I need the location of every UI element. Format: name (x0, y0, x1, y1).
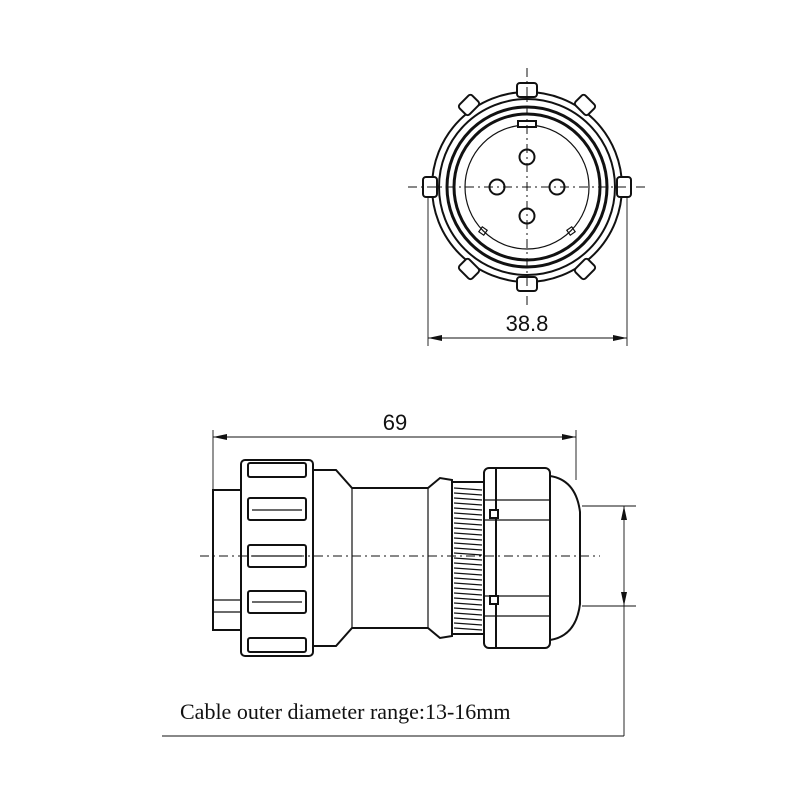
thread-line (453, 577, 483, 581)
thread-line (453, 552, 483, 556)
thread-line (453, 627, 483, 631)
gland-nut (483, 467, 551, 649)
thread-line (453, 502, 483, 506)
length-dimension-label: 69 (383, 410, 407, 435)
thread-line (453, 567, 483, 571)
plug-stub (212, 489, 242, 631)
thread-line (453, 592, 483, 596)
thread-line (453, 562, 483, 566)
thread-line (453, 622, 483, 626)
width-dimension-label: 38.8 (506, 311, 549, 336)
thread-line (453, 597, 483, 601)
cable-diameter-dimension: Cable outer diameter range:13-16mm (162, 505, 636, 737)
length-dimension: 69 (212, 410, 577, 490)
thread-line (453, 547, 483, 551)
coupling-nut (240, 459, 314, 657)
thread-line (453, 507, 483, 511)
thread-line (453, 557, 483, 561)
front-center-lines (408, 68, 646, 306)
thread-line (453, 537, 483, 541)
thread-line (453, 532, 483, 536)
width-dimension: 38.8 (427, 197, 628, 346)
front-view: 38.8 (408, 68, 646, 346)
cable-seal-cap (549, 474, 581, 642)
side-view: 69 (162, 410, 636, 737)
thread-line (453, 572, 483, 576)
thread-line (453, 487, 483, 491)
thread-line (453, 612, 483, 616)
thread-line (453, 527, 483, 531)
cable-range-note: Cable outer diameter range:13-16mm (180, 699, 511, 724)
thread-line (453, 542, 483, 546)
thread-line (453, 522, 483, 526)
thread-line (453, 617, 483, 621)
thread-section (451, 481, 485, 635)
thread-line (453, 512, 483, 516)
thread-line (453, 497, 483, 501)
connector-body (312, 469, 453, 647)
thread-line (453, 607, 483, 611)
thread-line (453, 587, 483, 591)
thread-line (453, 517, 483, 521)
thread-line (453, 492, 483, 496)
thread-line (453, 582, 483, 586)
thread-line (453, 602, 483, 606)
